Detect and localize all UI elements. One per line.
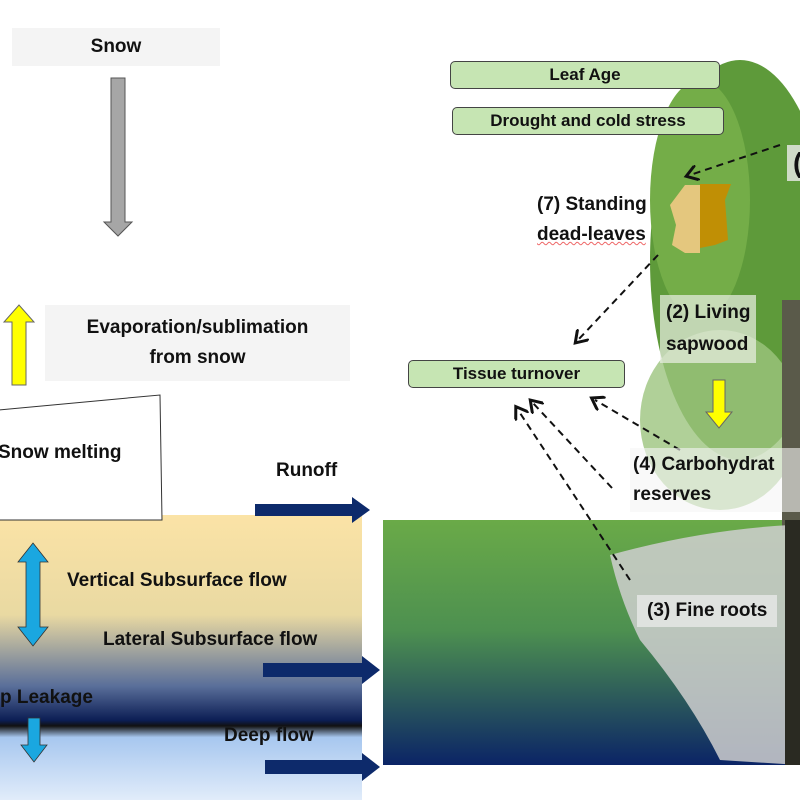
tissue-turnover-box: Tissue turnover bbox=[408, 360, 625, 388]
evaporation-line2: from snow bbox=[149, 347, 246, 368]
snow-melting-shape bbox=[0, 394, 163, 521]
fine-roots-label: (3) Fine roots bbox=[637, 595, 778, 627]
dashed-arrows bbox=[518, 144, 781, 581]
soil-column bbox=[0, 515, 362, 800]
sapwood-line2: sapwood bbox=[666, 334, 749, 355]
standing-line2: dead-leaves bbox=[537, 224, 646, 245]
vertical-flow-label: Vertical Subsurface flow bbox=[67, 570, 287, 591]
vertical-flow-arrow bbox=[17, 542, 49, 647]
evaporation-line1: Evaporation/sublimation bbox=[86, 317, 309, 338]
snowfall-arrow bbox=[102, 77, 134, 237]
carbohydrate-reserves-label: (4) Carbohydrat reserves bbox=[630, 448, 800, 512]
standing-dead-leaves-label: (7) Standing dead-leaves bbox=[537, 190, 647, 250]
standing-line1: (7) Standing bbox=[537, 194, 647, 215]
evaporation-arrow bbox=[2, 304, 36, 386]
deep-leakage-arrow bbox=[20, 717, 48, 763]
fine-roots-image bbox=[610, 520, 800, 765]
evaporation-label: Evaporation/sublimation from snow bbox=[45, 305, 350, 381]
lateral-flow-label: Lateral Subsurface flow bbox=[103, 629, 318, 650]
dead-leaf-dark bbox=[700, 184, 731, 248]
lateral-flow-arrow bbox=[263, 656, 380, 684]
runoff-arrow bbox=[255, 497, 370, 523]
deep-leakage-label: p Leakage bbox=[0, 687, 93, 708]
deep-flow-arrow bbox=[265, 753, 380, 781]
deep-flow-label: Deep flow bbox=[224, 725, 314, 746]
runoff-label: Runoff bbox=[276, 460, 338, 481]
living-sapwood-label: (2) Living sapwood bbox=[660, 295, 757, 363]
carb-line1: (4) Carbohydrat bbox=[633, 454, 775, 475]
snow-label: Snow bbox=[12, 28, 220, 66]
carbohydrate-arrow bbox=[704, 379, 734, 429]
drought-box: Drought and cold stress bbox=[452, 107, 724, 135]
snow-melting-label: Snow melting bbox=[0, 442, 122, 463]
dead-leaf-icon bbox=[670, 185, 700, 253]
carb-line2: reserves bbox=[633, 484, 712, 505]
partial-label: ( bbox=[787, 145, 800, 181]
leaf-age-box: Leaf Age bbox=[450, 61, 720, 89]
sapwood-line1: (2) Living bbox=[666, 302, 751, 323]
